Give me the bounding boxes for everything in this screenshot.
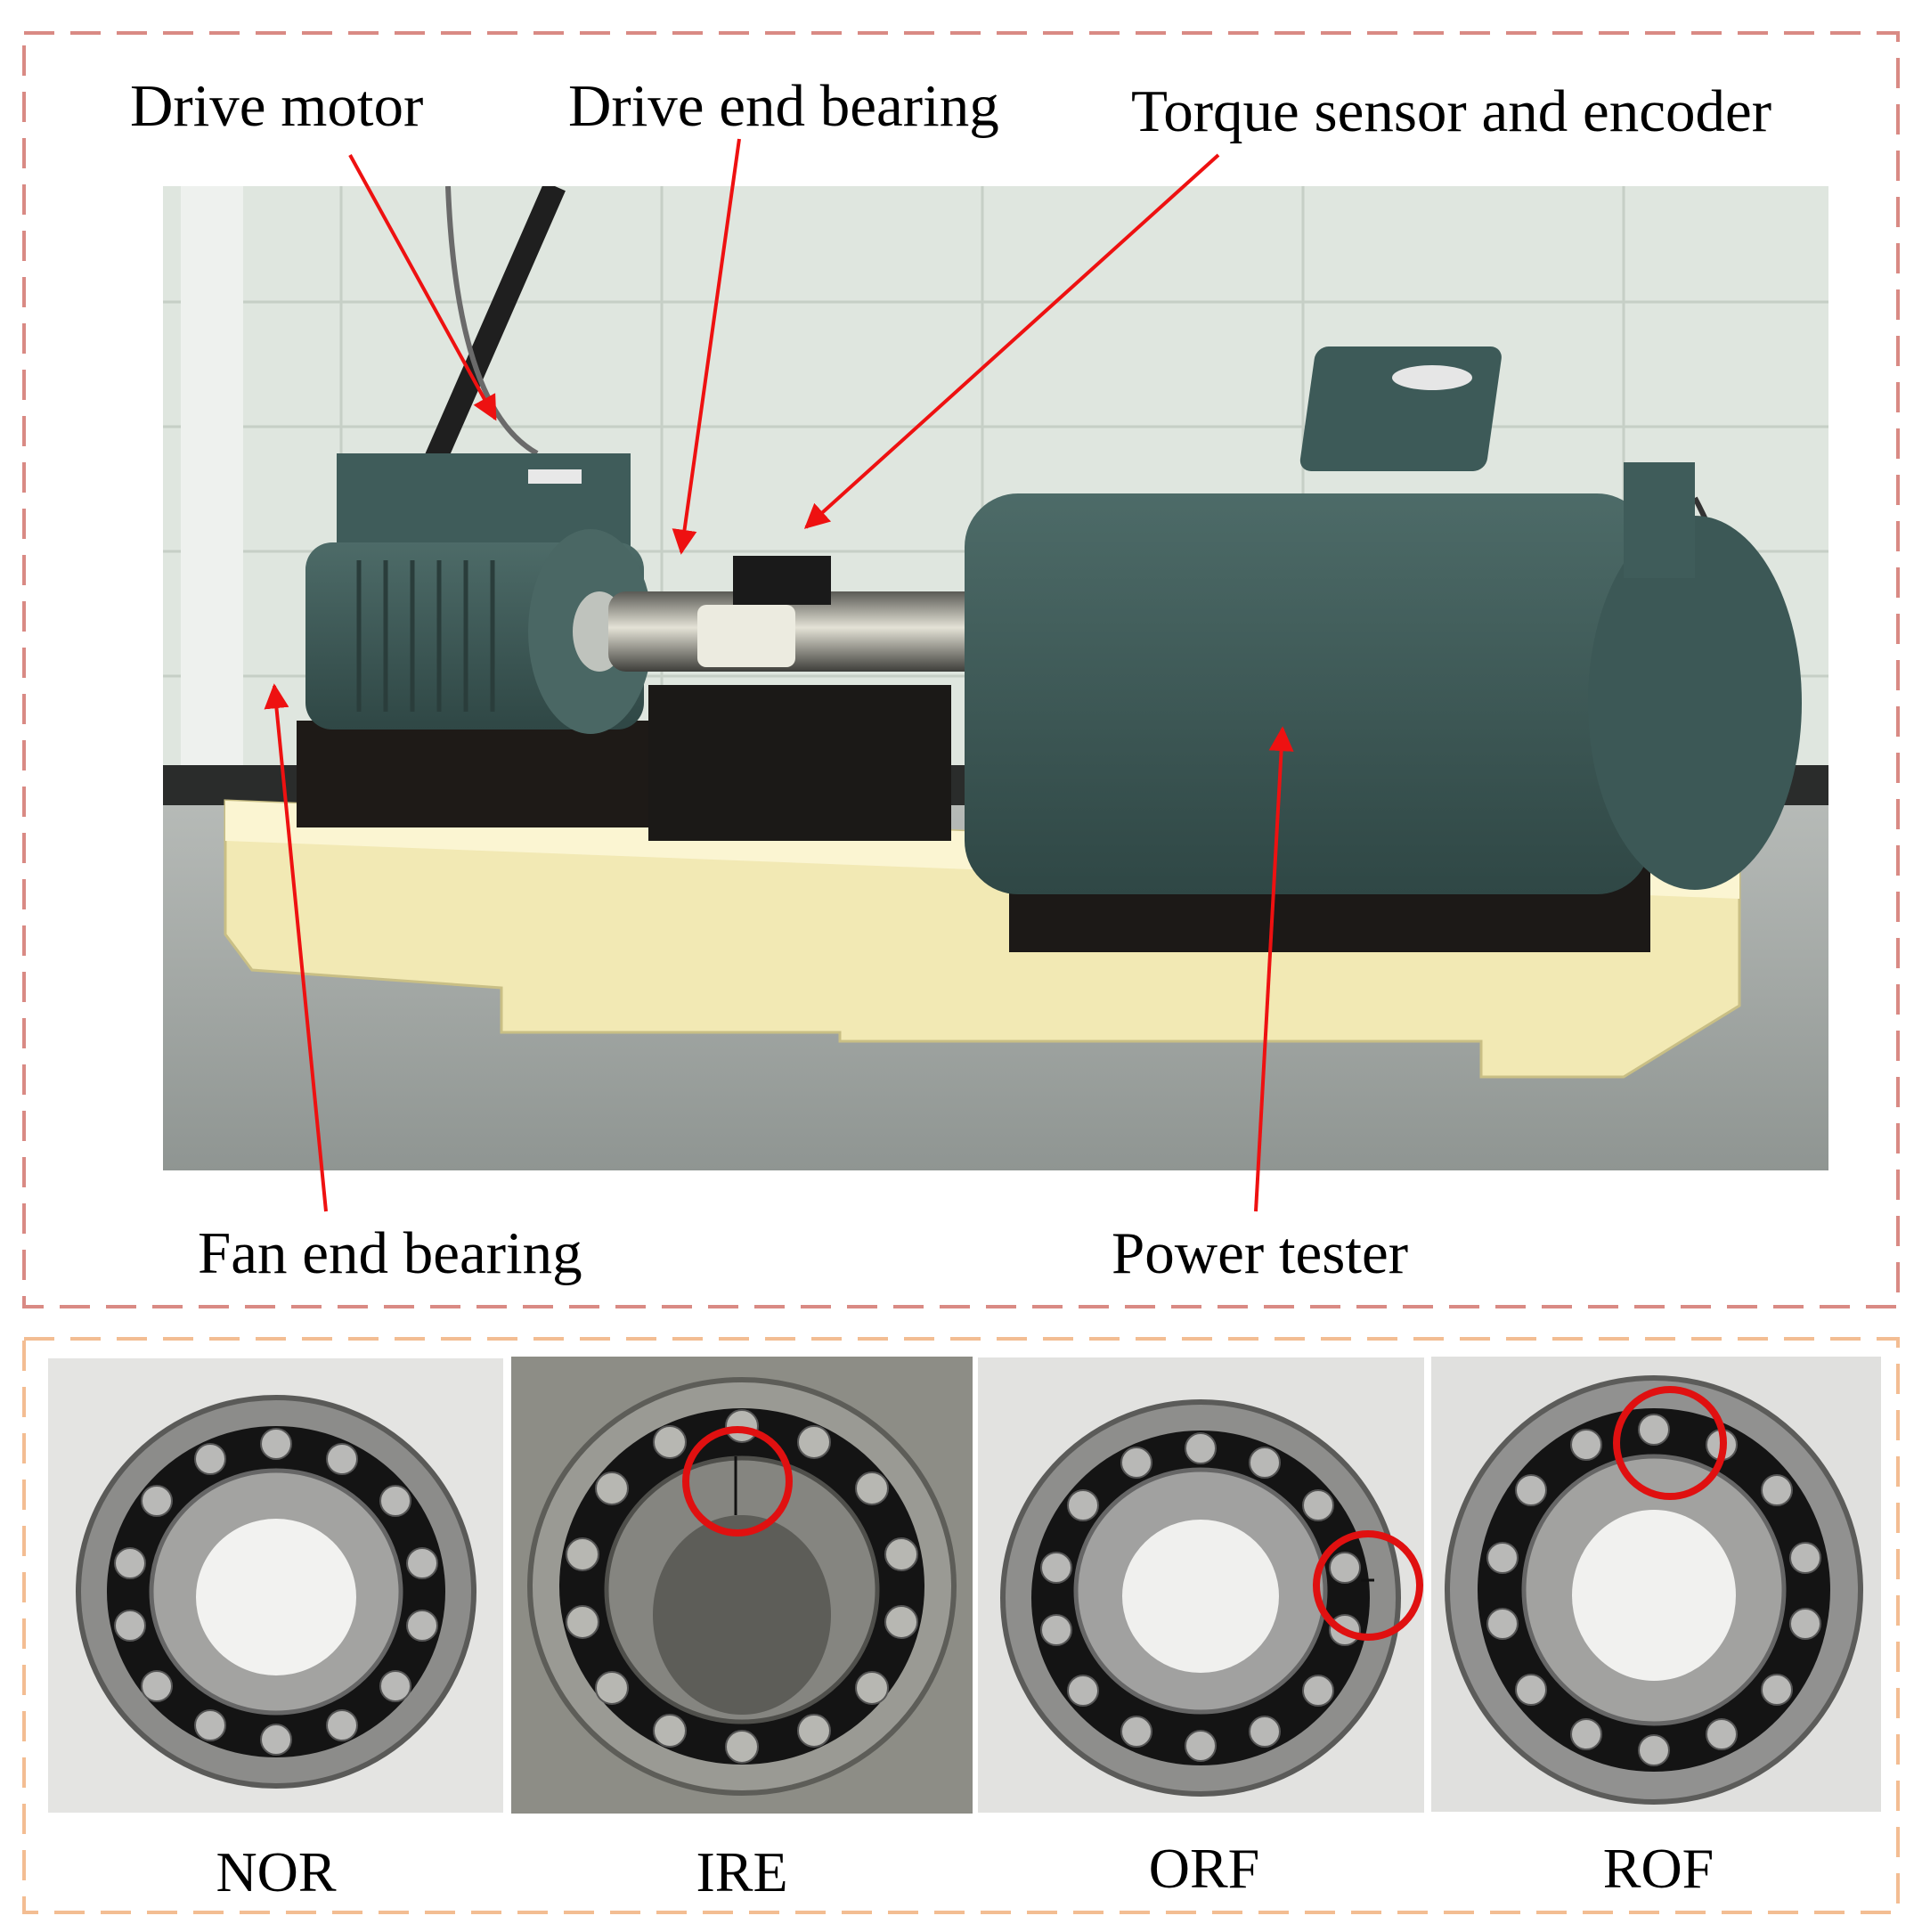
arrow-torque-sensor [803,153,1220,529]
fault-circle [682,1426,793,1537]
arrow-drive-motor [348,154,497,421]
power-tester-label [1392,365,1472,390]
fault-circle [1613,1386,1727,1500]
label-torque-sensor: Torque sensor and encoder [1131,78,1772,144]
bore [1122,1520,1279,1673]
caption-ire: IRE [696,1840,788,1903]
balls [1486,1414,1821,1766]
caption-nor: NOR [216,1840,337,1903]
torque-sensor [697,605,795,667]
top-panel-border [22,31,1900,1308]
sensor-mount [648,685,951,841]
label-power-tester: Power tester [1112,1220,1409,1286]
bearing-photo-ire [511,1357,973,1814]
bearing-panel [21,1336,1901,1915]
bearing-photo-rof [1431,1357,1881,1812]
bearing-photo-orf [978,1357,1424,1813]
arrow-fan-end-bearing [264,683,328,1212]
caption-rof: ROF [1602,1837,1714,1900]
label-drive-end-bearing: Drive end bearing [568,73,999,139]
power-tester-body [965,493,1650,894]
power-tester-end [1588,516,1802,890]
label-drive-motor: Drive motor [130,73,424,139]
motor-fins [356,560,495,712]
bore [196,1519,356,1675]
balls [566,1409,918,1764]
arrow-power-tester [1254,726,1294,1212]
bore [1572,1510,1736,1681]
arrow-drive-end-bearing [672,138,741,555]
label-fan-end-bearing: Fan end bearing [198,1220,582,1286]
balls [114,1428,438,1756]
motor-nameplate [528,469,582,484]
cable-thin [445,186,539,456]
bottom-panel-border [22,1337,1900,1914]
caption-orf: ORF [1148,1837,1260,1900]
motor-mount [297,721,671,827]
fault-circle [1313,1530,1423,1641]
test-rig-panel [21,30,1901,1309]
wall-column [181,186,243,765]
power-tester-fan [1624,462,1695,578]
bore [653,1515,831,1715]
bearing-photo-nor [48,1358,503,1813]
encoder [733,556,831,605]
test-rig-photo [163,186,1828,1170]
cable [419,186,566,477]
